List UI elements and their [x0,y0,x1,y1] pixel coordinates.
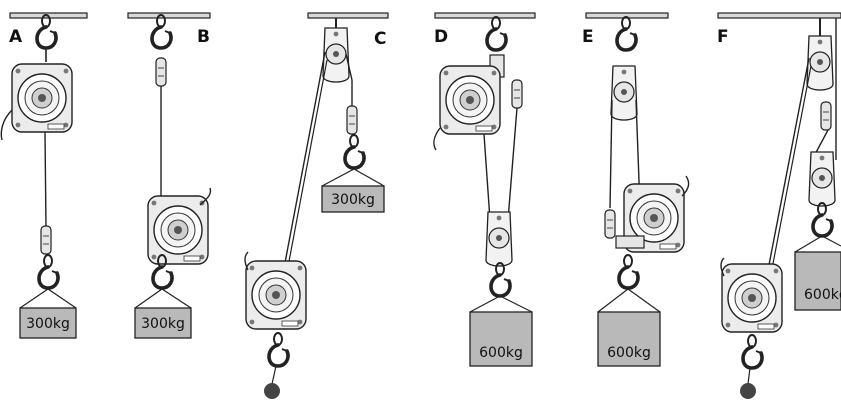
panel-b: B 300kg [127,12,212,339]
load-hook [617,253,640,290]
pulley-block [806,35,834,91]
load-label-a: 300kg [26,316,70,332]
panel-a: A 300kg [0,12,88,339]
counterweight-ball [740,383,756,399]
load-block: 600kg [597,288,661,367]
load-hook [343,133,366,170]
hoist-unit [147,195,209,265]
panel-letter-e: E [582,27,594,47]
load-label-d: 600kg [479,345,523,361]
ceiling-beam [127,12,211,19]
line-connector [604,209,616,239]
panel-d: D 600kg [433,12,536,367]
pulley-block [808,151,836,207]
top-hook [35,13,58,50]
hoist-unit [11,63,73,133]
ceiling-beam [434,12,536,19]
load-label-b: 300kg [141,316,185,332]
hoist-unit [439,65,501,135]
hoist-unit [721,263,783,333]
pulley-block [610,65,638,121]
line-connector [155,57,167,87]
panel-f: F 600kg [717,12,841,399]
panel-c: C 300kg [244,12,389,399]
panel-e: E 600kg [582,12,690,367]
pulley-block [322,27,350,83]
load-block: 600kg [469,295,533,367]
line-connector [820,101,832,131]
panel-letter-f: F [717,27,729,47]
panel-letter-c: C [374,29,386,49]
anchor-hook [741,333,764,370]
line-connector [511,79,523,109]
ceiling-beam [307,12,389,19]
top-hook [485,15,508,52]
line-connector [346,105,358,135]
load-label-e: 600kg [607,345,651,361]
load-hook [811,201,834,238]
panel-letter-b: B [197,27,210,47]
load-label-c: 300kg [331,192,375,208]
top-hook [615,15,638,52]
hoist-unit [245,260,307,330]
panel-letter-a: A [9,27,23,47]
pulley-block [485,211,513,267]
load-hook [37,253,60,290]
top-hook [150,13,173,50]
panel-letter-d: D [434,27,448,47]
load-block: 600kg [794,235,841,311]
ceiling-beam [717,12,841,19]
load-block: 300kg [321,168,385,213]
anchor-hook [267,331,290,368]
line-connector [40,225,52,255]
counterweight-ball [264,383,280,399]
load-block: 300kg [134,288,192,339]
load-label-f: 600kg [804,287,841,303]
load-block: 300kg [19,288,77,339]
load-hook [489,261,512,298]
